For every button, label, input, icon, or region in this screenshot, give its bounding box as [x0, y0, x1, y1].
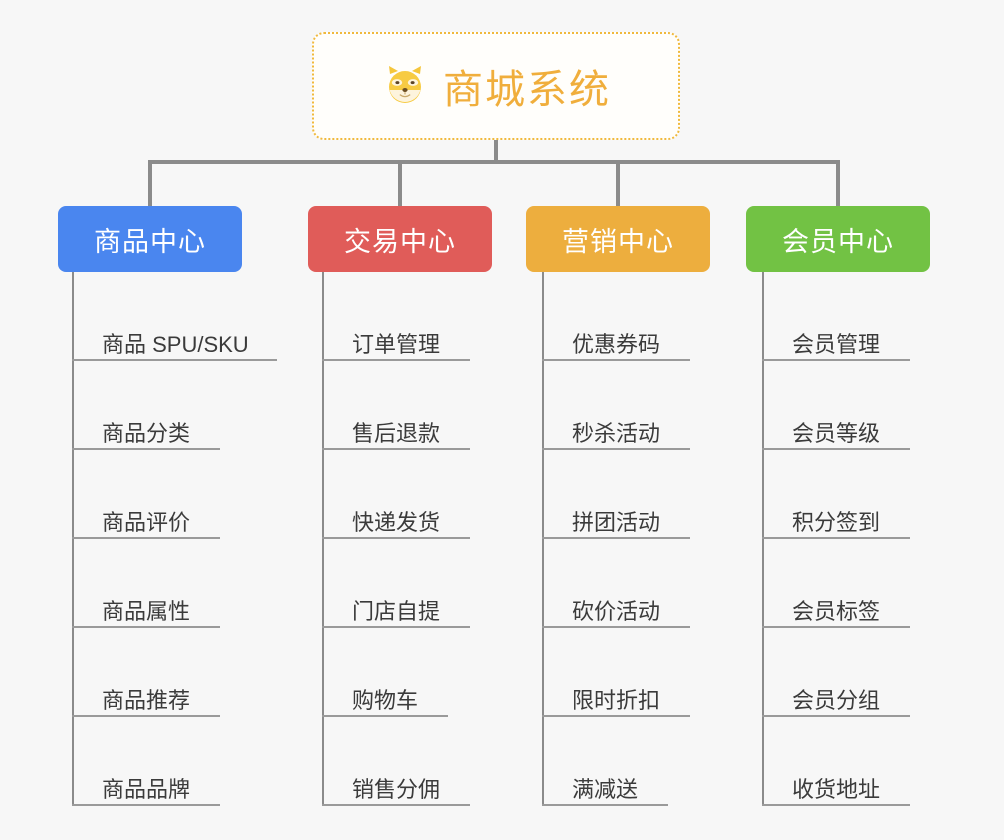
leaf-item-label: 售后退款: [352, 420, 441, 446]
leaf-underline: [542, 448, 690, 450]
leaf-item-label: 商品评价: [102, 509, 191, 535]
leaf-item-label: 商品品牌: [102, 776, 191, 802]
leaf-item[interactable]: 商品属性: [72, 539, 249, 628]
leaf-underline: [322, 359, 470, 361]
leaf-underline: [322, 715, 448, 717]
leaf-item-label: 快递发货: [352, 509, 441, 535]
branch-header-product-center[interactable]: 商品中心: [58, 206, 242, 272]
leaf-item[interactable]: 商品分类: [72, 361, 249, 450]
dog-face-icon: [381, 62, 429, 110]
branch-header-label: 交易中心: [344, 226, 456, 257]
branch-header-trade-center[interactable]: 交易中心: [308, 206, 492, 272]
branch-header-marketing-center[interactable]: 营销中心: [526, 206, 710, 272]
leaf-underline: [72, 448, 220, 450]
leaf-item[interactable]: 满减送: [542, 717, 668, 806]
leaf-underline: [542, 537, 690, 539]
branch-rail: [322, 272, 324, 806]
leaf-item-label: 门店自提: [352, 598, 441, 624]
leaf-item[interactable]: 积分签到: [762, 450, 910, 539]
leaf-item[interactable]: 限时折扣: [542, 628, 690, 717]
leaf-item[interactable]: 拼团活动: [542, 450, 690, 539]
leaf-item-label: 会员等级: [792, 420, 881, 446]
leaf-item-label: 会员管理: [792, 331, 881, 357]
leaf-underline: [542, 804, 668, 806]
leaf-item[interactable]: 快递发货: [322, 450, 470, 539]
leaf-item-label: 商品 SPU/SKU: [102, 331, 249, 357]
leaf-underline: [72, 804, 220, 806]
branch-rail: [762, 272, 764, 806]
leaf-item-label: 砍价活动: [572, 598, 661, 624]
leaf-item-label: 优惠券码: [572, 331, 661, 357]
connector-horizontal-bus: [149, 160, 839, 164]
connector-drop-2: [398, 160, 402, 208]
leaf-item-label: 商品分类: [102, 420, 191, 446]
branch-items-trade-center: 订单管理 售后退款 快递发货 门店自提 购物车 销售分佣: [322, 272, 470, 806]
leaf-item-label: 会员分组: [792, 687, 881, 713]
leaf-item[interactable]: 会员等级: [762, 361, 910, 450]
leaf-item[interactable]: 商品评价: [72, 450, 249, 539]
leaf-item-label: 限时折扣: [572, 687, 661, 713]
leaf-item[interactable]: 收货地址: [762, 717, 910, 806]
leaf-item[interactable]: 商品 SPU/SKU: [72, 272, 277, 361]
leaf-item[interactable]: 秒杀活动: [542, 361, 690, 450]
leaf-item[interactable]: 门店自提: [322, 539, 470, 628]
leaf-item[interactable]: 购物车: [322, 628, 448, 717]
connector-root-stem: [494, 140, 498, 162]
branch-items-member-center: 会员管理 会员等级 积分签到 会员标签 会员分组 收货地址: [762, 272, 910, 806]
branch-header-member-center[interactable]: 会员中心: [746, 206, 930, 272]
connector-drop-4: [836, 160, 840, 208]
leaf-underline: [762, 448, 910, 450]
leaf-item[interactable]: 会员管理: [762, 272, 910, 361]
leaf-item-label: 订单管理: [352, 331, 441, 357]
leaf-underline: [762, 715, 910, 717]
leaf-item-label: 满减送: [572, 776, 639, 802]
leaf-item[interactable]: 优惠券码: [542, 272, 690, 361]
connector-drop-1: [148, 160, 152, 208]
leaf-underline: [762, 359, 910, 361]
leaf-underline: [72, 715, 220, 717]
leaf-item[interactable]: 售后退款: [322, 361, 470, 450]
leaf-item-label: 积分签到: [792, 509, 881, 535]
branch-header-label: 营销中心: [562, 226, 674, 257]
connector-drop-3: [616, 160, 620, 208]
leaf-underline: [762, 626, 910, 628]
leaf-item-label: 会员标签: [792, 598, 881, 624]
leaf-item[interactable]: 会员标签: [762, 539, 910, 628]
root-title: 商城系统: [443, 68, 611, 112]
leaf-underline: [72, 359, 277, 361]
leaf-item-label: 秒杀活动: [572, 420, 661, 446]
leaf-underline: [762, 537, 910, 539]
leaf-underline: [322, 448, 470, 450]
leaf-item-label: 销售分佣: [352, 776, 441, 802]
leaf-underline: [542, 715, 690, 717]
leaf-item-label: 收货地址: [792, 776, 881, 802]
branch-header-label: 会员中心: [782, 226, 894, 257]
leaf-underline: [322, 804, 470, 806]
leaf-item[interactable]: 砍价活动: [542, 539, 690, 628]
leaf-underline: [72, 537, 220, 539]
leaf-item-label: 商品推荐: [102, 687, 191, 713]
leaf-underline: [322, 626, 470, 628]
leaf-item[interactable]: 商品品牌: [72, 717, 249, 806]
leaf-underline: [72, 626, 220, 628]
branch-rail: [542, 272, 544, 806]
leaf-underline: [542, 359, 690, 361]
root-node[interactable]: 商城系统: [312, 32, 680, 140]
leaf-item-label: 购物车: [352, 687, 419, 713]
leaf-item[interactable]: 商品推荐: [72, 628, 249, 717]
branch-items-marketing-center: 优惠券码 秒杀活动 拼团活动 砍价活动 限时折扣 满减送: [542, 272, 690, 806]
leaf-item[interactable]: 会员分组: [762, 628, 910, 717]
leaf-underline: [322, 537, 470, 539]
branch-header-label: 商品中心: [94, 226, 206, 257]
leaf-underline: [542, 626, 690, 628]
leaf-underline: [762, 804, 910, 806]
leaf-item[interactable]: 订单管理: [322, 272, 470, 361]
leaf-item[interactable]: 销售分佣: [322, 717, 470, 806]
leaf-item-label: 拼团活动: [572, 509, 661, 535]
branch-rail: [72, 272, 74, 806]
leaf-item-label: 商品属性: [102, 598, 191, 624]
branch-items-product-center: 商品 SPU/SKU 商品分类 商品评价 商品属性 商品推荐 商品品牌: [72, 272, 277, 806]
